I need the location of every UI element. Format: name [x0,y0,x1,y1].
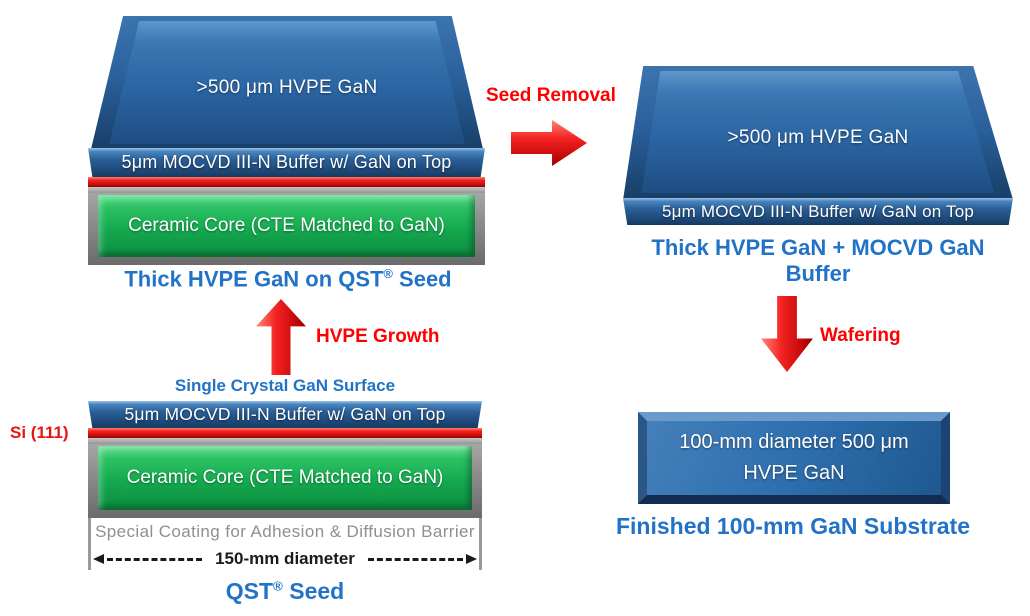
ceramic-core-layer: Ceramic Core (CTE Matched to GaN) [98,195,475,257]
mocvd-buffer-label: 5μm MOCVD III-N Buffer w/ GaN on Top [661,201,975,221]
si-111-label: Si (111) [10,423,69,442]
registered-mark: ® [383,266,393,281]
ceramic-core-frame: Ceramic Core (CTE Matched to GaN) [88,444,482,518]
coating-sliver [88,187,485,193]
special-coating-label: Special Coating for Adhesion & Diffusion… [95,522,475,541]
stage-caption-bottom-right: Finished 100-mm GaN Substrate [615,513,971,539]
bonding-interface-layer [88,177,485,187]
caption-text: Thick HVPE GaN on QST [124,266,384,292]
caption-text: Seed [392,266,452,292]
diameter-label: 150-mm diameter [215,549,355,568]
hvpe-gan-thick-layer: >500 μm HVPE GaN [88,16,486,150]
hvpe-layer-label: >500 μm HVPE GaN [196,77,378,99]
wafer-face [109,21,465,144]
mocvd-buffer-layer: 5μm MOCVD III-N Buffer w/ GaN on Top [88,148,485,177]
single-crystal-surface-label: Single Crystal GaN Surface [174,376,396,395]
registered-mark: ® [273,578,283,594]
mocvd-buffer-layer: 5μm MOCVD III-N Buffer w/ GaN on Top [623,198,1013,225]
seed-removal-arrow-icon [511,119,587,167]
ceramic-core-frame: Ceramic Core (CTE Matched to GaN) [88,193,485,265]
dimension-dashed-line [367,557,463,561]
coating-sliver [88,438,482,444]
hvpe-growth-label: HVPE Growth [316,326,440,347]
mocvd-buffer-label: 5μm MOCVD III-N Buffer w/ GaN on Top [124,404,446,424]
si-111-layer [88,428,482,438]
seed-removal-label: Seed Removal [486,85,616,106]
special-coating-zone: Special Coating for Adhesion & Diffusion… [88,518,482,570]
caption-text: QST [225,578,274,604]
ceramic-core-label: Ceramic Core (CTE Matched to GaN) [126,467,444,488]
dimension-arrowhead-left-icon [93,554,104,564]
hvpe-growth-arrow-icon [256,299,306,375]
wafering-label: Wafering [820,325,901,346]
mocvd-buffer-layer: 5μm MOCVD III-N Buffer w/ GaN on Top [88,401,482,428]
ceramic-core-layer: Ceramic Core (CTE Matched to GaN) [98,446,472,510]
stage-caption-bottom-left: QST® Seed [88,578,482,605]
dimension-dashed-line [107,557,203,561]
wafer-face [641,71,995,193]
hvpe-layer-label: >500 μm HVPE GaN [727,126,909,148]
caption-text: Seed [282,578,345,604]
stage-caption-top-right: Thick HVPE GaN + MOCVD GaN Buffer [651,235,985,286]
wafering-arrow-icon [761,296,813,372]
finished-gan-wafer: 100-mm diameter 500 μm HVPE GaN [638,412,950,504]
ceramic-core-label: Ceramic Core (CTE Matched to GaN) [128,215,445,236]
mocvd-buffer-label: 5μm MOCVD III-N Buffer w/ GaN on Top [121,152,452,172]
finished-wafer-label: 100-mm diameter 500 μm HVPE GaN [679,431,909,484]
stage-caption-top-left: Thick HVPE GaN on QST® Seed [78,266,498,292]
dimension-arrowhead-right-icon [466,554,477,564]
hvpe-gan-thick-layer: >500 μm HVPE GaN [622,66,1014,199]
diameter-dimension: 150-mm diameter [91,549,479,568]
